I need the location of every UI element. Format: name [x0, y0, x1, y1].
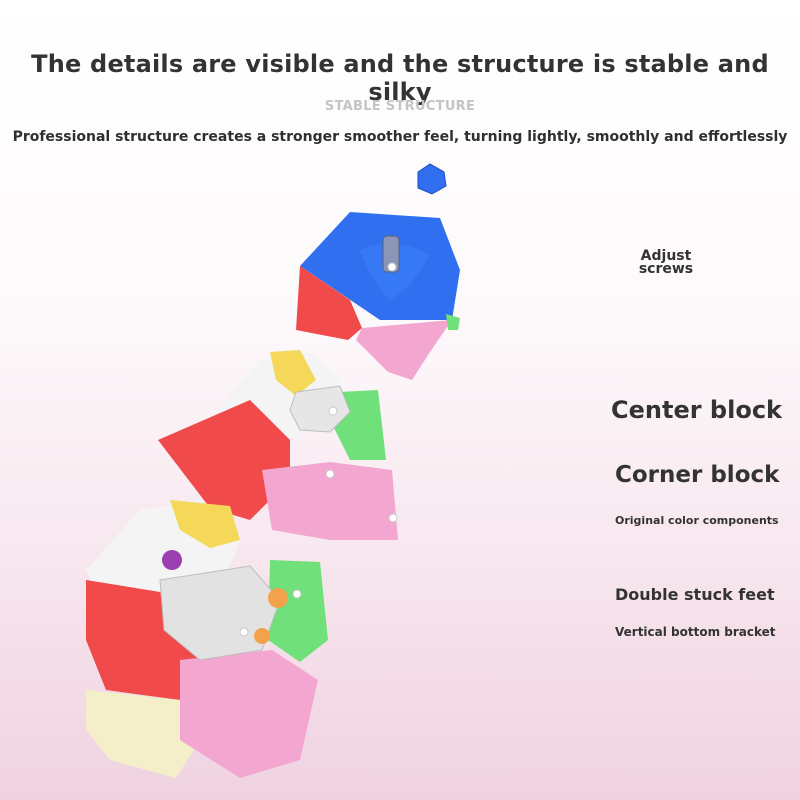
adjust-screw [382, 235, 400, 273]
middle-bracket [289, 385, 351, 433]
callout-adjust-line2: screws [638, 261, 694, 277]
bottom-yellow-face [170, 500, 240, 548]
callout-adjust-screws: Adjust screws [630, 248, 702, 277]
subheadline: Professional structure creates a stronge… [12, 129, 788, 145]
callout-original-color: Original color components [615, 514, 779, 527]
section-kicker: STABLE STRUCTURE [324, 99, 476, 114]
leader-dots [239, 262, 398, 637]
top-pink-face [356, 320, 452, 380]
middle-assembly [158, 350, 398, 540]
purple-gear [162, 550, 182, 570]
bottom-pink-face [180, 650, 318, 778]
callout-corner-block: Corner block [615, 462, 780, 488]
middle-red-face [158, 400, 290, 520]
bottom-assembly [86, 500, 328, 778]
callout-center-block: Center block [611, 396, 782, 424]
top-green-face [446, 314, 460, 330]
leader-lines [244, 265, 610, 634]
callout-adjust-line1: Adjust [640, 248, 692, 264]
bottom-cream-face [86, 690, 200, 778]
callout-double-stuck-feet: Double stuck feet [615, 585, 775, 604]
top-red-face [296, 266, 362, 340]
top-assembly [296, 212, 460, 380]
middle-pink-face [262, 462, 398, 540]
cap-piece [417, 163, 447, 195]
orange-gear-2 [254, 628, 270, 644]
bottom-green-face [268, 560, 328, 662]
headline: The details are visible and the structur… [31, 50, 769, 106]
orange-gear [268, 588, 288, 608]
middle-yellow-face [270, 350, 316, 396]
bottom-core [159, 565, 281, 661]
bottom-red-face [86, 580, 210, 700]
callout-vertical-bottom-bracket: Vertical bottom bracket [615, 625, 776, 639]
